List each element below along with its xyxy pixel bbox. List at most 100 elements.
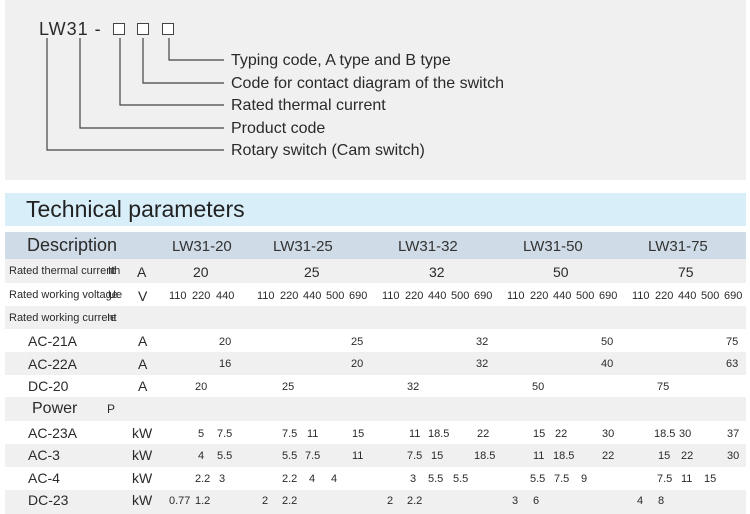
ac23a-value: 22 [477, 428, 490, 440]
voltage-value: 690 [474, 290, 493, 302]
voltage-value: 110 [382, 290, 400, 302]
ac21a-value: 50 [601, 336, 614, 348]
code-slot-2 [137, 23, 149, 35]
ac22a-value: 63 [726, 358, 739, 370]
ac23a-value: 15 [352, 428, 365, 440]
dc23-value: 6 [533, 495, 540, 507]
dc23-value: 2.2 [407, 495, 423, 507]
dc23-value: 3 [512, 495, 519, 507]
ac3-value: 22 [602, 450, 615, 462]
ac3-value: 4 [198, 450, 205, 462]
working-voltage-label: Rated working voltage [9, 289, 118, 301]
voltage-value: 500 [701, 290, 720, 302]
ac4-value: 15 [704, 473, 717, 485]
voltage-value: 690 [599, 290, 618, 302]
ac4-value: 5.5 [428, 473, 444, 485]
voltage-value: 440 [216, 290, 235, 302]
table-header-bar [5, 232, 746, 259]
dc23-value: 2 [387, 495, 394, 507]
ac21a-value: 75 [726, 336, 739, 348]
row-stripe [5, 259, 746, 283]
voltage-value: 220 [405, 290, 424, 302]
ac3-value: 18.5 [474, 450, 496, 462]
dc23-value: 0.77 [169, 495, 191, 507]
ac22a-value: 32 [476, 358, 489, 370]
ac21a-value: 32 [476, 336, 489, 348]
voltage-value: 690 [724, 290, 743, 302]
code-prefix: LW31 - [39, 19, 102, 39]
row-stripe [5, 352, 746, 375]
voltage-value: 440 [678, 290, 697, 302]
ac3-value: 15 [658, 450, 671, 462]
dc20-name: DC-20 [28, 378, 69, 394]
dc23-value: 1.2 [195, 495, 211, 507]
ac22a-unit: A [138, 356, 148, 372]
working-voltage-symbol: Ue [108, 289, 123, 301]
ac4-name: AC-4 [28, 470, 60, 486]
ac4-value: 7.5 [554, 473, 570, 485]
ac4-value: 4 [331, 473, 338, 485]
voltage-value: 110 [257, 290, 275, 302]
ac3-value: 5.5 [217, 450, 233, 462]
ac23a-value: 5 [198, 428, 205, 440]
code-slot-1 [113, 23, 125, 35]
thermal-current-label: Rated thermal current [9, 265, 116, 277]
ac21a-value: 25 [351, 336, 364, 348]
voltage-value: 220 [530, 290, 549, 302]
ac3-value: 11 [352, 450, 364, 462]
ac3-value: 18.5 [553, 450, 575, 462]
voltage-value: 500 [576, 290, 595, 302]
thermal-value: 25 [304, 264, 320, 280]
thermal-value: 50 [553, 264, 569, 280]
ac23a-unit: kW [132, 425, 153, 441]
ac23a-value: 30 [679, 428, 692, 440]
voltage-value: 110 [507, 290, 525, 302]
ac3-value: 11 [533, 450, 545, 462]
ac4-unit: kW [132, 470, 153, 486]
model-header: LW31-75 [648, 238, 708, 255]
dc20-unit: A [138, 378, 148, 394]
ac23a-value: 37 [727, 428, 740, 440]
thermal-value: 75 [678, 264, 694, 280]
ac23a-value: 15 [533, 428, 546, 440]
ac4-value: 4 [309, 473, 316, 485]
ac3-name: AC-3 [28, 447, 60, 463]
ac22a-name: AC-22A [28, 356, 78, 372]
dc20-value: 75 [657, 381, 670, 393]
ac4-value: 11 [681, 473, 693, 485]
model-header: LW31-32 [398, 238, 458, 255]
ac3-unit: kW [132, 447, 153, 463]
voltage-value: 440 [553, 290, 572, 302]
dc20-value: 32 [407, 381, 420, 393]
working-voltage-unit: V [138, 288, 148, 304]
section-header-bar [5, 193, 746, 226]
code-label-product-code: Product code [231, 120, 326, 137]
voltage-value: 440 [303, 290, 322, 302]
ac23a-value: 18.5 [654, 428, 676, 440]
ac22a-value: 20 [351, 358, 364, 370]
ac4-value: 9 [581, 473, 588, 485]
code-label-rotary-switch: Rotary switch (Cam switch) [231, 142, 425, 159]
voltage-value: 500 [451, 290, 470, 302]
voltage-value: 220 [192, 290, 211, 302]
ac3-value: 15 [431, 450, 444, 462]
model-header: LW31-50 [523, 238, 583, 255]
voltage-value: 110 [632, 290, 650, 302]
row-stripe [5, 490, 746, 514]
working-current-label: Rated working current [9, 312, 117, 324]
ac23a-name: AC-23A [28, 425, 78, 441]
ac3-value: 7.5 [305, 450, 321, 462]
ac21a-name: AC-21A [28, 333, 78, 349]
ac4-value: 2.2 [195, 473, 211, 485]
ac22a-value: 16 [219, 358, 232, 370]
model-header: LW31-25 [273, 238, 333, 255]
section-title: Technical parameters [26, 196, 245, 222]
row-stripe [5, 306, 746, 329]
ac4-value: 2.2 [282, 473, 298, 485]
dc23-value: 8 [658, 495, 665, 507]
power-label: Power [32, 400, 78, 417]
description-header: Description [27, 235, 118, 255]
dc20-value: 25 [282, 381, 295, 393]
dc23-unit: kW [132, 492, 153, 508]
dc23-value: 4 [637, 495, 644, 507]
